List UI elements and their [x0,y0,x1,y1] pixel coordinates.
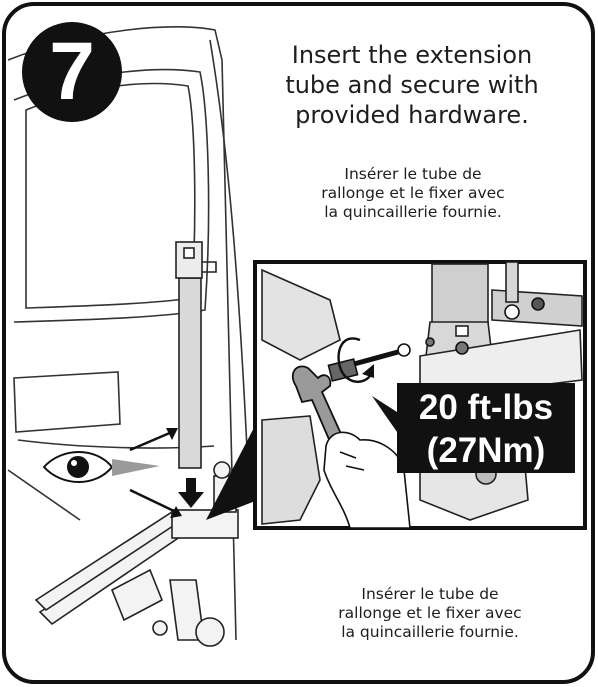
extension-tube [175,241,217,469]
french-line: la quincaillerie fournie. [341,623,519,641]
torque-spec-label: 20 ft-lbs (27Nm) [397,383,575,473]
hitch-assembly [34,461,239,647]
french-line: rallonge et le fixer avec [338,604,522,622]
callout-pointer [206,420,258,520]
french-line: Insérer le tube de [344,165,482,183]
french-line: la quincaillerie fournie. [324,203,502,221]
eye-icon [42,451,114,483]
torque-imperial: 20 ft-lbs [418,388,554,427]
heading-line: tube and secure with [285,71,539,99]
torque-pointer [372,396,397,432]
rotation-arrow-icon [337,337,374,383]
instruction-heading: Insert the extension tube and secure wit… [262,40,562,130]
french-instruction-top: Insérer le tube de rallonge et le fixer … [278,165,548,222]
torque-metric: (27Nm) [426,431,546,470]
french-line: Insérer le tube de [361,585,499,603]
sight-beam [112,459,160,476]
heading-line: Insert the extension [291,41,533,69]
arrow-icon [129,428,204,518]
french-instruction-bottom: Insérer le tube de rallonge et le fixer … [300,585,560,642]
step-number-badge: 7 [22,22,122,122]
heading-line: provided hardware. [295,101,529,129]
french-line: rallonge et le fixer avec [321,184,505,202]
